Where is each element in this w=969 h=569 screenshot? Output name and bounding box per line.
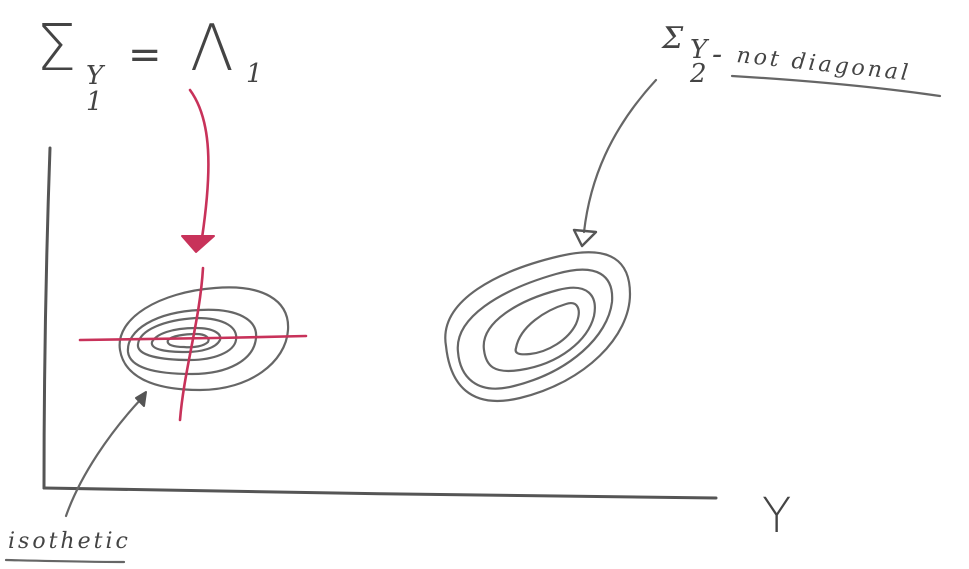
not-diagonal-note: not diagonal	[735, 43, 912, 86]
contour-inner-left	[166, 332, 210, 349]
annotation-left: isothetic	[4, 391, 147, 564]
equals-sign: =	[128, 32, 162, 78]
sigma-subscript-index-right: 2	[689, 59, 707, 89]
contour-outer-left	[118, 286, 290, 392]
formula-left: Σ Y 1 = Λ 1	[36, 12, 263, 117]
sigma-subscript-left: Y	[86, 61, 106, 91]
x-axis-line	[42, 486, 718, 500]
sigma-symbol-right: Σ	[661, 21, 684, 56]
black-arrowhead-icon	[572, 228, 598, 248]
ellipse-group-right	[444, 78, 658, 403]
y-axis-line	[42, 146, 52, 490]
note-underline	[730, 74, 942, 98]
sigma-subscript-right: Y	[690, 35, 710, 65]
lambda-symbol: Λ	[190, 12, 234, 86]
formula-right: Σ Y 2 - not diagonal	[661, 21, 942, 98]
contour-inner-right	[514, 302, 580, 356]
lambda-subscript: 1	[246, 59, 263, 89]
annotation-arrowhead-icon	[135, 391, 147, 407]
red-vertical-axis	[178, 266, 205, 422]
contour-outer-right	[444, 251, 632, 403]
isothetic-label: isothetic	[8, 529, 131, 554]
contour-ring-4-left	[150, 326, 222, 354]
isothetic-underline	[4, 558, 126, 564]
sigma-symbol-left: Σ	[36, 12, 76, 86]
x-axis-label: Y	[762, 488, 791, 544]
red-arrow-shaft	[188, 88, 210, 240]
contour-ring-3-left	[136, 316, 238, 362]
annotation-arrow-shaft	[64, 396, 144, 518]
sigma-subscript-index-left: 1	[86, 87, 103, 117]
red-arrowhead-icon	[181, 235, 215, 253]
dash-right: -	[712, 37, 722, 72]
black-arrow-shaft-right	[582, 78, 658, 234]
ellipse-group-left	[78, 88, 308, 422]
red-horizontal-axis	[78, 334, 308, 342]
axes: Y	[42, 146, 791, 544]
contour-ring-2-right	[456, 268, 614, 390]
contour-ring-3-right	[482, 286, 596, 373]
